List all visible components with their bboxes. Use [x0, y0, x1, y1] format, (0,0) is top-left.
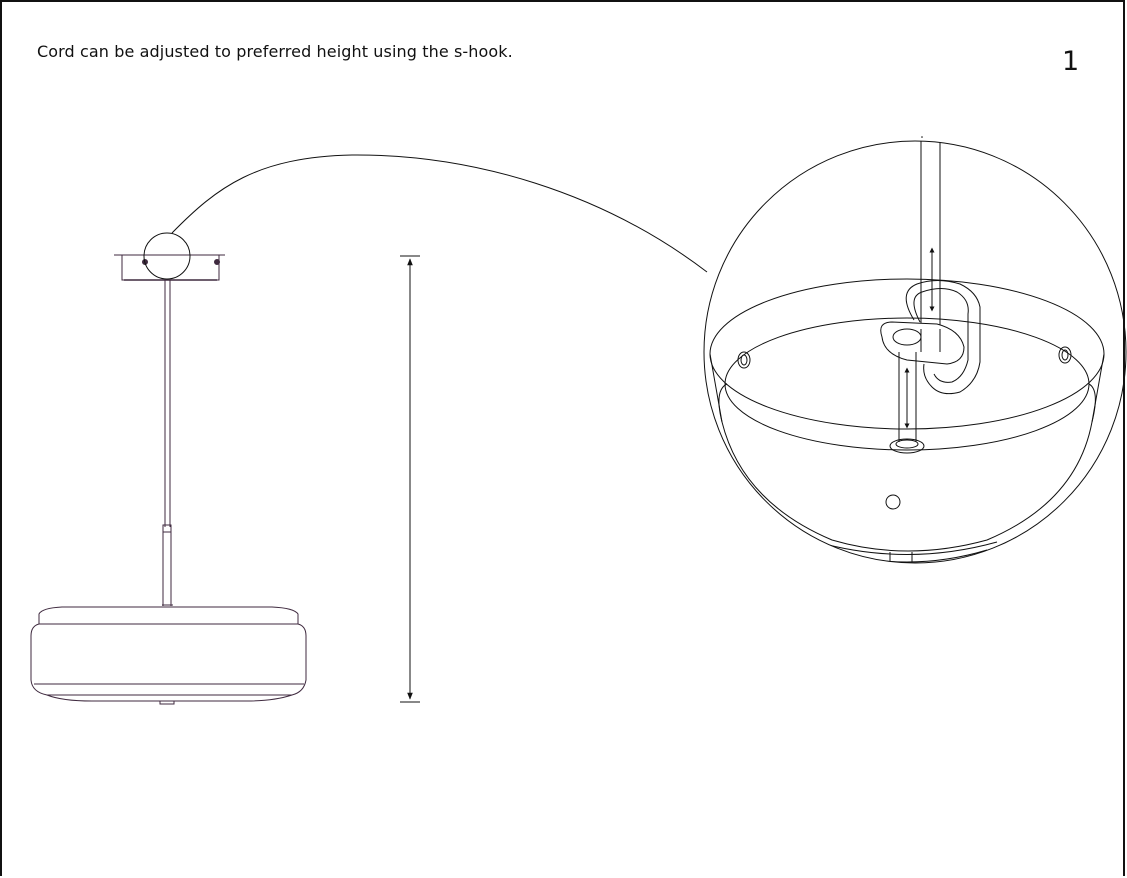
cord-grommet	[889, 438, 925, 454]
ceiling-canopy	[114, 254, 225, 281]
registration-dot	[921, 136, 923, 138]
double-headed-vertical-arrow	[400, 255, 420, 703]
screw-hole-right	[1058, 346, 1072, 364]
step-number: 1	[1062, 46, 1080, 77]
callout-leader-curve	[171, 154, 708, 273]
canopy-callout-circle	[143, 232, 191, 280]
center-hole	[885, 494, 901, 510]
suspension-cord	[162, 280, 172, 606]
magnified-detail-circle	[703, 140, 1127, 564]
screw-hole-left	[737, 351, 751, 369]
detail-circle-outline	[703, 140, 1127, 564]
detail-callout-leader	[143, 154, 708, 280]
s-hook-detail	[880, 280, 981, 395]
lamp-shade	[30, 604, 307, 705]
instruction-text: Cord can be adjusted to preferred height…	[37, 42, 513, 61]
pendant-lamp-illustration	[30, 254, 307, 705]
